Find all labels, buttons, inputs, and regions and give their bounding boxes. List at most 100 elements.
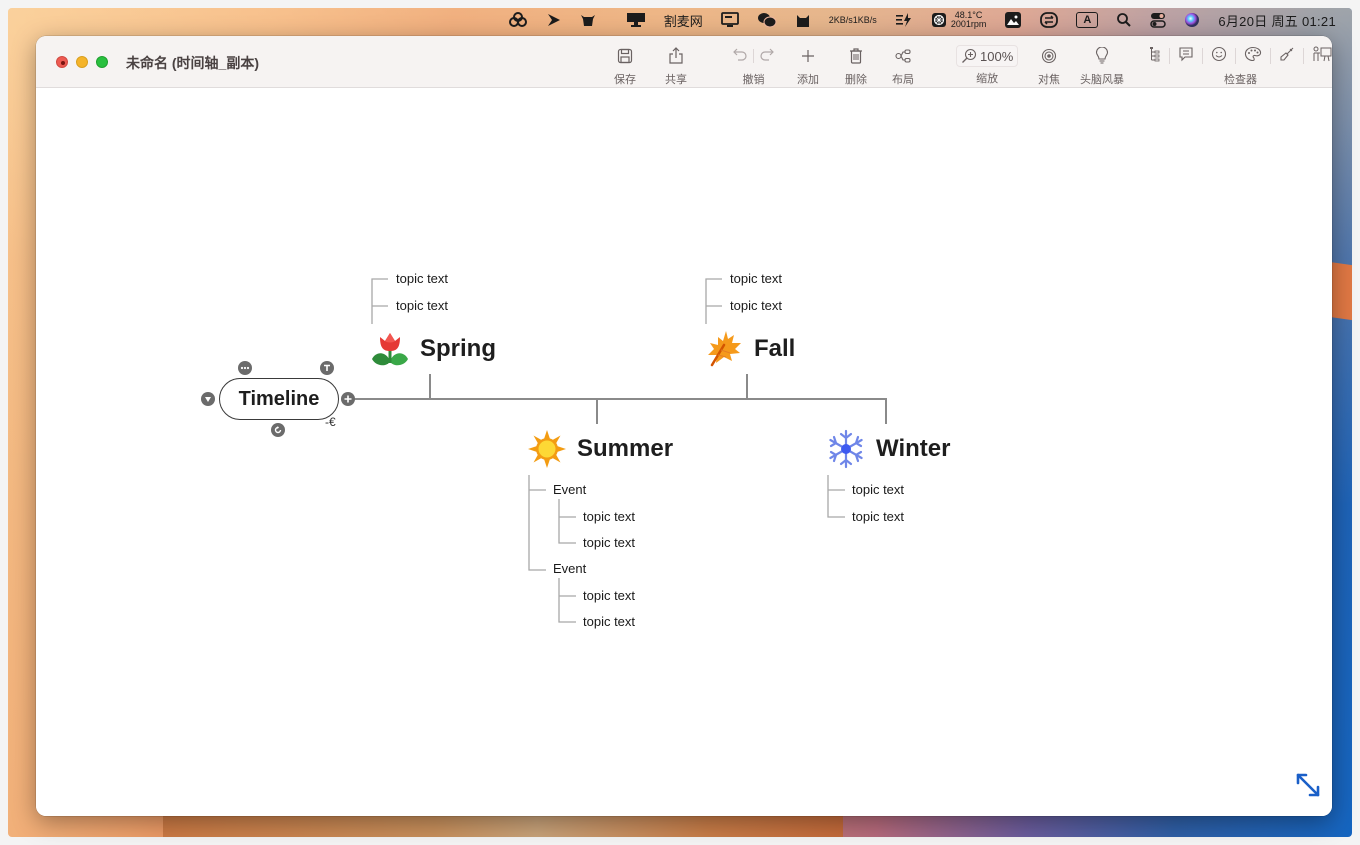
winter-branch [827,475,845,518]
undo-redo-group: 撤销 [733,45,774,87]
undo-icon[interactable] [733,47,747,66]
brainstorm-label: 头脑风暴 [1080,74,1124,86]
divider [753,49,754,63]
cow-icon[interactable] [580,8,596,32]
layout-icon [895,45,911,67]
wallpaper-band-bottom [163,815,843,837]
photo-icon[interactable] [1004,8,1022,32]
outline-icon[interactable] [1149,46,1161,67]
creative-cloud-icon[interactable] [508,8,528,32]
inspector-group: 检查器 [1149,45,1332,87]
zoom-control[interactable]: 100% 缩放 [956,45,1019,86]
app-label-text[interactable]: 割麦网 [663,13,703,29]
spring-subtopic[interactable]: topic text [396,271,449,286]
network-speed[interactable]: 2KB/s 1KB/s [829,8,877,32]
central-topic-label: Timeline [238,387,320,410]
trash-icon [849,45,863,67]
fan-status[interactable]: 48.1°C 2001rpm [931,8,987,32]
attachment-handle-icon[interactable]: -€ [325,415,336,429]
arrow-app-icon[interactable] [546,8,562,32]
fall-subtopic[interactable]: topic text [730,298,783,313]
focus-button[interactable]: 对焦 [1038,45,1060,87]
window-title: 未命名 (时间轴_副本) [126,55,259,71]
share-button[interactable]: 共享 [665,45,687,87]
tulip-icon [372,333,408,366]
collapse-handle-icon[interactable] [201,392,215,406]
event-subtopic[interactable]: topic text [583,509,636,524]
zoom-label: 缩放 [976,73,999,85]
add-button[interactable]: 添加 [797,45,819,87]
maple-leaf-icon [708,331,741,367]
divider [1202,48,1203,64]
layout-button[interactable]: 布局 [892,45,914,87]
title-bar: 未命名 (时间轴_副本) 保存 共享 撤销 [36,36,1332,88]
brush-icon[interactable] [1279,46,1295,67]
spring-subtopic[interactable]: topic text [396,298,449,313]
spring-branch [371,278,388,324]
summer-event[interactable]: Event [553,482,587,497]
fall-label: Fall [754,335,796,362]
winter-topic[interactable]: Winter [826,429,950,469]
more-options-icon[interactable] [238,361,252,375]
mindmap-canvas[interactable]: Timeline -€ topic text topic text [36,89,1332,816]
divider [1169,48,1170,64]
palette-icon[interactable] [1244,46,1262,67]
divider [1270,48,1271,64]
share-icon [668,45,684,67]
event-subtopic[interactable]: topic text [583,614,636,629]
fall-branch [705,278,722,324]
zoom-in-icon [962,48,977,63]
input-method-icon[interactable]: A [1076,8,1099,32]
brainstorm-button[interactable]: 头脑风暴 [1080,45,1124,87]
fall-subtopic[interactable]: topic text [730,271,783,286]
central-topic[interactable]: Timeline [219,378,339,420]
layout-label: 布局 [892,74,914,86]
maximize-button[interactable] [96,56,108,68]
winter-subtopic[interactable]: topic text [852,509,905,524]
winter-subtopic[interactable]: topic text [852,482,905,497]
battery-bolt-icon[interactable] [895,8,913,32]
redo-icon[interactable] [760,47,774,66]
network-up: 2KB/s [828,14,853,25]
siri-icon[interactable] [1184,8,1200,32]
spring-topic[interactable]: Spring [370,329,496,369]
rotate-icon[interactable] [271,423,285,437]
display-icon[interactable] [626,8,646,32]
save-icon [617,45,633,67]
cat-icon[interactable] [795,8,811,32]
fullscreen-button[interactable] [1294,771,1322,804]
summer-event[interactable]: Event [553,561,587,576]
fall-topic[interactable]: Fall [704,329,795,369]
presenter-icon[interactable] [1312,46,1332,67]
minimize-button[interactable] [76,56,88,68]
summer-topic[interactable]: Summer [527,429,673,469]
spring-label: Spring [420,335,496,362]
search-icon[interactable] [1116,8,1132,32]
divider [1235,48,1236,64]
event-subtopic[interactable]: topic text [583,535,636,550]
add-topic-icon[interactable] [341,392,355,406]
fan-speed: 2001rpm [950,19,987,29]
share-label: 共享 [665,74,687,86]
clock[interactable]: 6月20日 周五 01:21 [1218,13,1336,29]
focus-label: 对焦 [1038,74,1060,86]
wechat-icon[interactable] [757,8,777,32]
comment-icon[interactable] [1178,46,1194,67]
screen-icon[interactable] [720,8,739,32]
menu-bar: 割麦网 2KB/s 1KB/s 48.1°C 2001rpm A 6月20日 周… [8,8,1352,32]
fan-icon [931,13,946,27]
winter-label: Winter [876,435,951,462]
event-subtopic[interactable]: topic text [583,588,636,603]
cpu-temp: 48.1°C [954,10,983,20]
timeline-spine [352,398,887,424]
switch-icon[interactable] [1040,8,1059,32]
smiley-icon[interactable] [1211,46,1227,67]
close-button[interactable] [56,56,68,68]
delete-label: 删除 [845,74,867,86]
text-style-icon[interactable] [320,361,334,375]
save-button[interactable]: 保存 [614,45,636,87]
sun-icon [528,430,566,468]
connector-lines [352,278,887,623]
control-center-icon[interactable] [1150,8,1167,32]
delete-button[interactable]: 删除 [845,45,867,87]
